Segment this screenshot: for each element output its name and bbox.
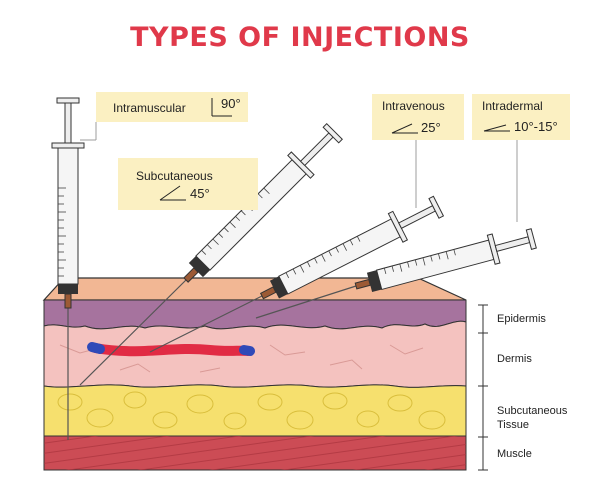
label-box <box>118 158 258 210</box>
label-name: Intravenous <box>382 99 445 113</box>
angle-45-icon <box>159 185 186 201</box>
skin-block <box>42 277 467 471</box>
vein-end-left <box>87 342 105 354</box>
layer-label-subcutaneous-line1: Subcutaneous <box>497 405 568 417</box>
label-intramuscular: Intramuscular 90° <box>80 92 248 141</box>
label-angle: 25° <box>421 120 441 135</box>
layer-label-epidermis: Epidermis <box>497 313 546 325</box>
angle-25-icon <box>391 123 418 134</box>
syringe-intravenous <box>259 195 445 300</box>
label-subcutaneous: Subcutaneous 45° <box>118 158 258 210</box>
label-angle: 10°-15° <box>514 119 558 134</box>
epidermis-layer <box>43 299 467 330</box>
layer-bracket <box>478 304 488 471</box>
dermis-texture <box>59 344 424 373</box>
label-box <box>96 92 248 122</box>
vein-end-right <box>239 345 255 356</box>
fat-cell-texture <box>57 391 446 430</box>
label-name: Subcutaneous <box>136 169 213 183</box>
page-title: TYPES OF INJECTIONS <box>130 22 470 53</box>
blood-vessel <box>90 343 253 357</box>
layer-label-subcutaneous-line2: Tissue <box>497 419 529 431</box>
label-angle: 45° <box>190 186 210 201</box>
syringe-intramuscular <box>51 97 85 320</box>
layer-label-dermis: Dermis <box>497 353 532 365</box>
syringe-subcutaneous <box>183 123 343 283</box>
angle-10-15-icon <box>483 124 510 132</box>
subcutaneous-layer <box>43 384 467 437</box>
label-intradermal: Intradermal 10°-15° <box>472 94 570 222</box>
label-box <box>472 94 570 140</box>
label-name: Intradermal <box>482 99 543 113</box>
label-intravenous: Intravenous 25° <box>372 94 464 208</box>
syringe-intradermal <box>354 228 537 293</box>
right-angle-icon <box>211 98 232 117</box>
label-name: Intramuscular <box>113 101 186 115</box>
label-box <box>372 94 464 140</box>
layer-label-muscle: Muscle <box>497 448 532 460</box>
label-angle: 90° <box>221 96 241 111</box>
needle-paths <box>67 279 357 440</box>
